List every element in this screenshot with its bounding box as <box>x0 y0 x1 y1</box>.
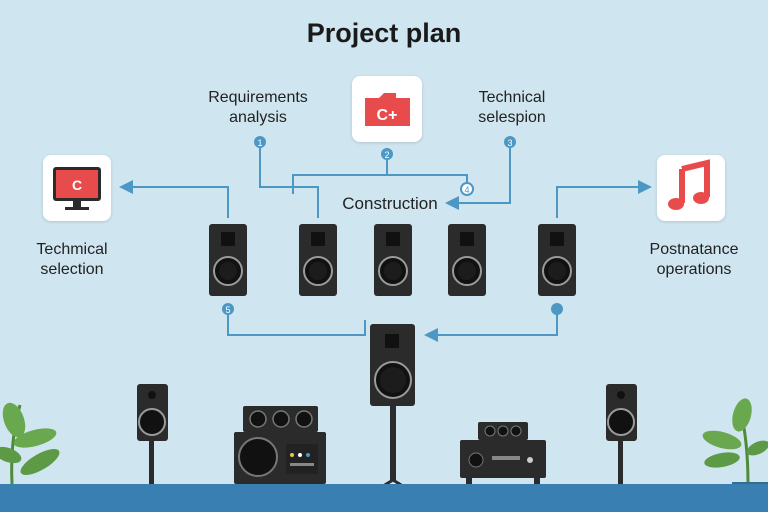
plant-left <box>0 402 60 485</box>
technical-top-label: Technical selespion <box>460 88 564 128</box>
connector-requirements <box>259 147 319 218</box>
connector-bottom-right <box>424 312 558 342</box>
svg-text:4: 4 <box>464 185 469 195</box>
postnatance-line-1: Postnatance <box>649 241 739 258</box>
speaker-4 <box>448 224 486 296</box>
floor <box>0 484 768 512</box>
marker-3: 3 <box>504 136 516 148</box>
marker-1: 1 <box>254 136 266 148</box>
amplifier-stack-left <box>234 406 326 484</box>
c-plus-text: C+ <box>377 107 398 124</box>
speaker-3 <box>374 224 412 296</box>
speaker-row <box>209 224 576 296</box>
connector-construction-top <box>292 174 468 194</box>
c-plus-folder-icon: C+ <box>365 93 410 126</box>
postnatance-label: Postnatance operations <box>636 240 752 280</box>
requirements-line-2: analysis <box>229 109 287 126</box>
marker-6 <box>551 303 563 315</box>
requirements-line-1: Requirements <box>208 89 308 106</box>
requirements-label: Requirements analysis <box>195 88 321 128</box>
music-tile <box>657 155 725 221</box>
technical-top-line-1: Technical <box>478 89 546 106</box>
connector-left-arrow <box>119 180 229 218</box>
amplifier-right <box>460 422 546 484</box>
connectors <box>119 147 652 342</box>
technical-left-label: Techmical selection <box>20 240 124 280</box>
page-title: Project plan <box>306 18 462 48</box>
marker-4: 4 <box>460 182 474 196</box>
monitor-text: C <box>72 177 82 193</box>
svg-text:5: 5 <box>225 305 230 315</box>
construction-label: Construction <box>342 194 438 213</box>
connector-right-arrow <box>556 180 652 218</box>
connector-technical-top <box>445 147 511 210</box>
svg-text:1: 1 <box>257 138 262 148</box>
music-note-icon <box>668 159 710 210</box>
svg-text:3: 3 <box>507 138 512 148</box>
postnatance-line-2: operations <box>656 261 732 278</box>
technical-left-line-1: Techmical <box>36 241 108 258</box>
center-speaker <box>369 324 417 496</box>
speaker-5 <box>538 224 576 296</box>
marker-5: 5 <box>222 303 234 315</box>
right-floor-speaker <box>602 384 640 498</box>
c-plus-tile: C+ <box>352 76 422 142</box>
speaker-2 <box>299 224 337 296</box>
technical-top-line-2: selespion <box>478 109 546 126</box>
technical-left-line-2: selection <box>40 261 104 278</box>
speaker-1 <box>209 224 247 296</box>
connector-bottom-left <box>227 312 366 336</box>
svg-text:2: 2 <box>384 150 389 160</box>
left-floor-speaker <box>133 384 171 498</box>
monitor-tile: C <box>43 155 111 221</box>
marker-2: 2 <box>381 148 393 160</box>
monitor-icon: C <box>53 167 101 210</box>
